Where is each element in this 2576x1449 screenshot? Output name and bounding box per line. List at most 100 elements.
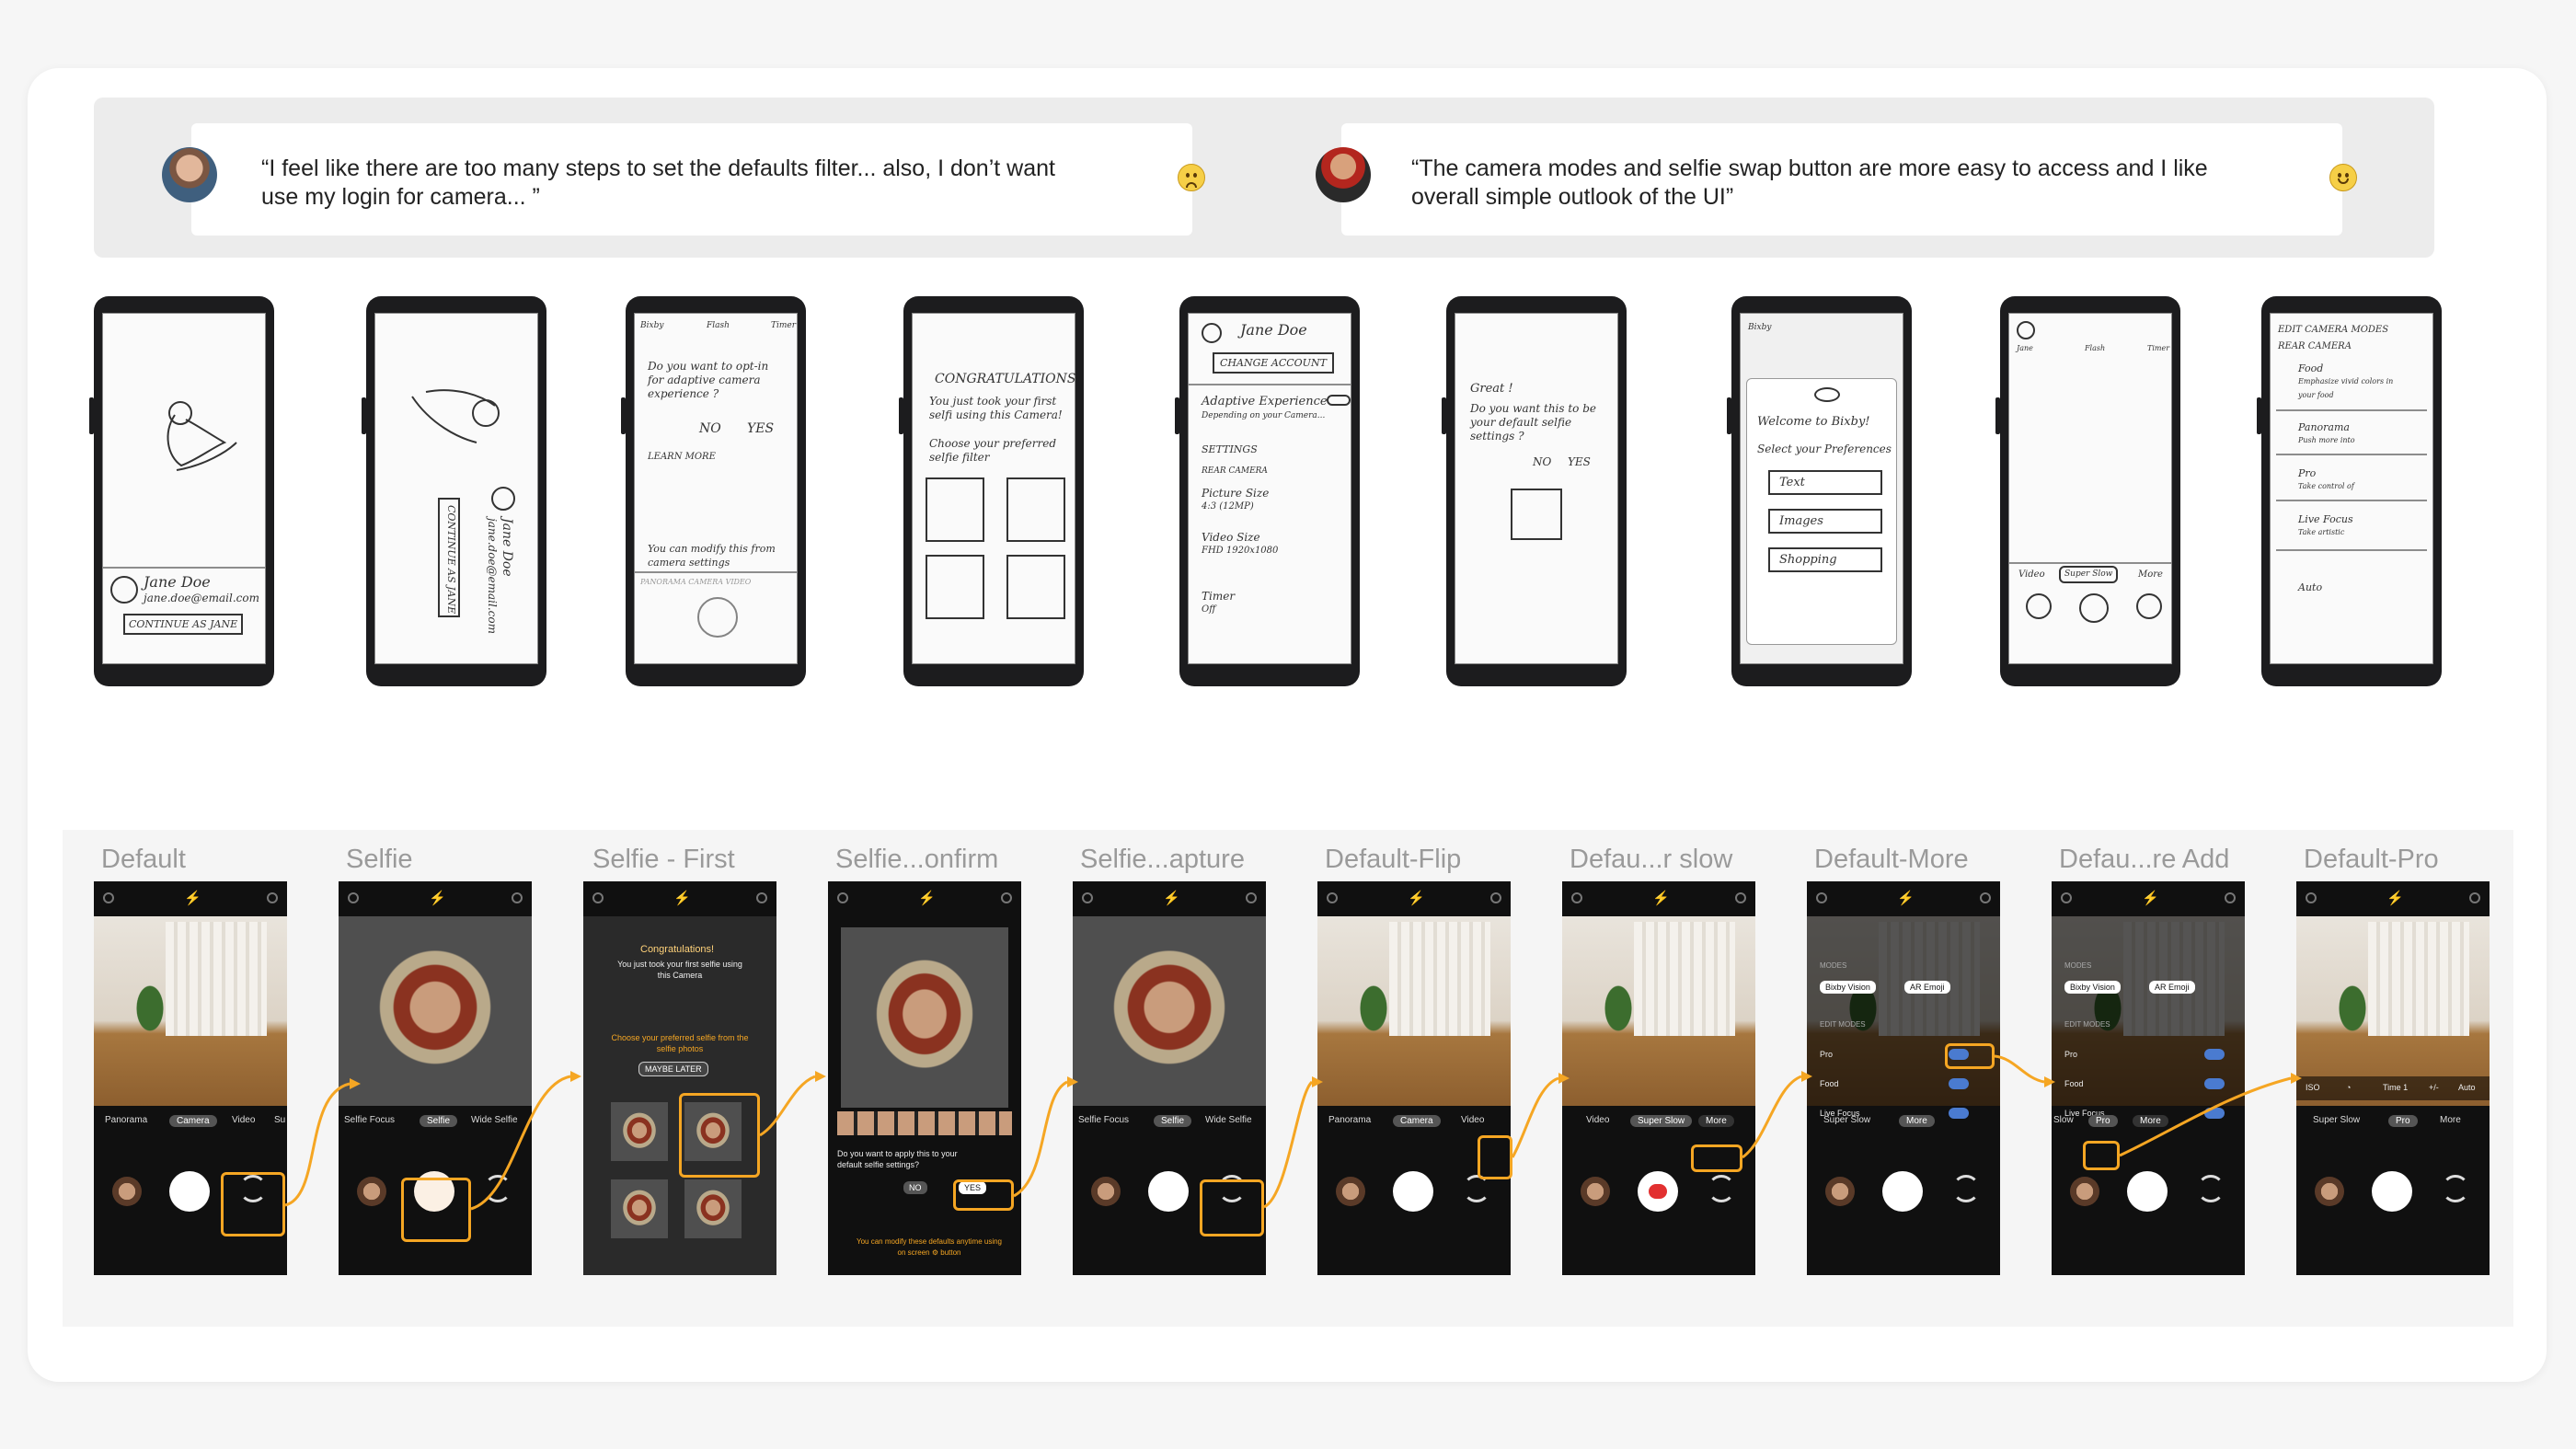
- mode-item[interactable]: Video: [1586, 1115, 1610, 1125]
- shutter-button[interactable]: [1393, 1171, 1433, 1212]
- filter-strip[interactable]: [837, 1111, 1012, 1135]
- mode-item[interactable]: Food: [2298, 362, 2324, 374]
- flash-icon[interactable]: ⚡: [1897, 891, 1915, 906]
- filter-option[interactable]: [1006, 555, 1065, 619]
- shutter-button[interactable]: [169, 1171, 210, 1212]
- shutter-button[interactable]: [1882, 1171, 1923, 1212]
- mode-toggle[interactable]: [2204, 1049, 2225, 1060]
- flash-icon[interactable]: ⚡: [918, 891, 936, 906]
- filter-option[interactable]: [684, 1179, 742, 1238]
- mode-toggle[interactable]: [1949, 1049, 1969, 1060]
- mode-tag[interactable]: AR Emoji: [2149, 981, 2195, 994]
- mode-tag[interactable]: Bixby Vision: [2064, 981, 2121, 994]
- settings-icon[interactable]: [348, 892, 359, 903]
- pro-setting[interactable]: ISO: [2306, 1083, 2320, 1092]
- mode-more[interactable]: More: [2138, 569, 2163, 580]
- record-button[interactable]: [1638, 1171, 1678, 1212]
- timer-icon[interactable]: [1490, 892, 1501, 903]
- flip-camera-icon[interactable]: [239, 1175, 267, 1202]
- change-account-button[interactable]: CHANGE ACCOUNT: [1213, 352, 1334, 374]
- gallery-thumbnail[interactable]: [357, 1177, 386, 1206]
- flip-camera-icon[interactable]: [1463, 1175, 1490, 1202]
- timer-icon[interactable]: [756, 892, 767, 903]
- flip-camera-icon[interactable]: [484, 1175, 512, 1202]
- settings-icon[interactable]: [837, 892, 848, 903]
- gallery-thumbnail[interactable]: [1091, 1177, 1121, 1206]
- no-button[interactable]: NO: [1533, 455, 1552, 468]
- shutter-button[interactable]: [697, 597, 738, 638]
- mode-selected[interactable]: Pro: [2388, 1115, 2418, 1127]
- yes-button[interactable]: YES: [959, 1181, 987, 1194]
- filter-option[interactable]: [684, 1102, 742, 1161]
- flash-icon[interactable]: ⚡: [2142, 891, 2159, 906]
- mode-item[interactable]: Wide Selfie: [471, 1115, 518, 1125]
- mode-item[interactable]: Video: [232, 1115, 256, 1125]
- mode-item[interactable]: Auto: [2298, 581, 2323, 593]
- filter-option[interactable]: [611, 1179, 668, 1238]
- filter-option[interactable]: [926, 555, 984, 619]
- filter-option[interactable]: [926, 477, 984, 542]
- pro-setting[interactable]: +/-: [2429, 1083, 2439, 1092]
- mode-item[interactable]: Panorama: [105, 1115, 148, 1125]
- mode-selected[interactable]: Camera: [169, 1115, 217, 1127]
- mode-selected[interactable]: Selfie: [1154, 1115, 1192, 1127]
- gallery-thumbnail[interactable]: [1825, 1177, 1855, 1206]
- gallery-thumbnail[interactable]: [2315, 1177, 2344, 1206]
- timer-label[interactable]: Timer: [1202, 590, 1236, 603]
- gallery-thumbnail[interactable]: [1336, 1177, 1365, 1206]
- learn-more-link[interactable]: LEARN MORE: [648, 452, 716, 462]
- mode-toggle[interactable]: [1949, 1108, 1969, 1119]
- mode-tag[interactable]: Bixby Vision: [1820, 981, 1876, 994]
- shutter-button[interactable]: [2079, 593, 2109, 623]
- profile-icon[interactable]: [2017, 321, 2035, 339]
- mode-toggle[interactable]: [1949, 1078, 1969, 1089]
- mode-selected[interactable]: More: [1899, 1115, 1935, 1127]
- flash-icon[interactable]: ⚡: [673, 891, 691, 906]
- shutter-button[interactable]: [1148, 1171, 1189, 1212]
- video-size-label[interactable]: Video Size: [1202, 531, 1260, 544]
- picture-size-label[interactable]: Picture Size: [1202, 487, 1270, 500]
- flip-camera-icon[interactable]: [2442, 1175, 2469, 1202]
- flip-camera-icon[interactable]: [1218, 1175, 1246, 1202]
- timer-icon[interactable]: [512, 892, 523, 903]
- mode-more[interactable]: More: [2133, 1115, 2168, 1127]
- mode-item[interactable]: Super Slow: [2313, 1115, 2361, 1125]
- mode-super-slow[interactable]: Super Slow: [2059, 566, 2119, 583]
- continue-button[interactable]: CONTINUE AS JANE: [438, 498, 460, 617]
- preference-text[interactable]: Text: [1768, 470, 1882, 495]
- mode-more[interactable]: More: [1698, 1115, 1734, 1127]
- flash-icon[interactable]: ⚡: [184, 891, 201, 906]
- mode-item[interactable]: Selfie Focus: [1078, 1115, 1130, 1125]
- preference-images[interactable]: Images: [1768, 509, 1882, 534]
- mode-selected[interactable]: Selfie: [420, 1115, 458, 1127]
- settings-icon[interactable]: [1571, 892, 1582, 903]
- timer-icon[interactable]: [1735, 892, 1746, 903]
- yes-button[interactable]: YES: [747, 421, 775, 436]
- mode-item[interactable]: Panorama: [1328, 1115, 1372, 1125]
- continue-button[interactable]: CONTINUE AS JANE: [123, 614, 244, 635]
- mode-selected[interactable]: Camera: [1393, 1115, 1441, 1127]
- mode-item[interactable]: Su: [274, 1115, 286, 1125]
- mode-item[interactable]: Selfie Focus: [344, 1115, 396, 1125]
- no-button[interactable]: NO: [699, 421, 721, 436]
- adaptive-toggle[interactable]: [1327, 395, 1351, 406]
- mode-item[interactable]: Live Focus: [2298, 513, 2353, 525]
- flip-camera-icon[interactable]: [1952, 1175, 1980, 1202]
- mode-selected[interactable]: Pro: [2088, 1115, 2118, 1127]
- mode-selected[interactable]: Super Slow: [1630, 1115, 1693, 1127]
- flash-icon[interactable]: ⚡: [1652, 891, 1670, 906]
- settings-icon[interactable]: [2306, 892, 2317, 903]
- settings-icon[interactable]: [1816, 892, 1827, 903]
- pro-setting[interactable]: Auto: [2458, 1083, 2476, 1092]
- mode-toggle[interactable]: [2204, 1078, 2225, 1089]
- gallery-thumbnail[interactable]: [2070, 1177, 2099, 1206]
- preference-shopping[interactable]: Shopping: [1768, 547, 1882, 572]
- no-button[interactable]: NO: [903, 1181, 927, 1194]
- settings-icon[interactable]: [1082, 892, 1093, 903]
- gallery-thumbnail[interactable]: [1581, 1177, 1610, 1206]
- pro-setting[interactable]: Time 1: [2383, 1083, 2409, 1092]
- timer-icon[interactable]: [2225, 892, 2236, 903]
- flash-icon[interactable]: ⚡: [429, 891, 446, 906]
- gallery-button[interactable]: [2026, 593, 2052, 619]
- timer-icon[interactable]: [1980, 892, 1991, 903]
